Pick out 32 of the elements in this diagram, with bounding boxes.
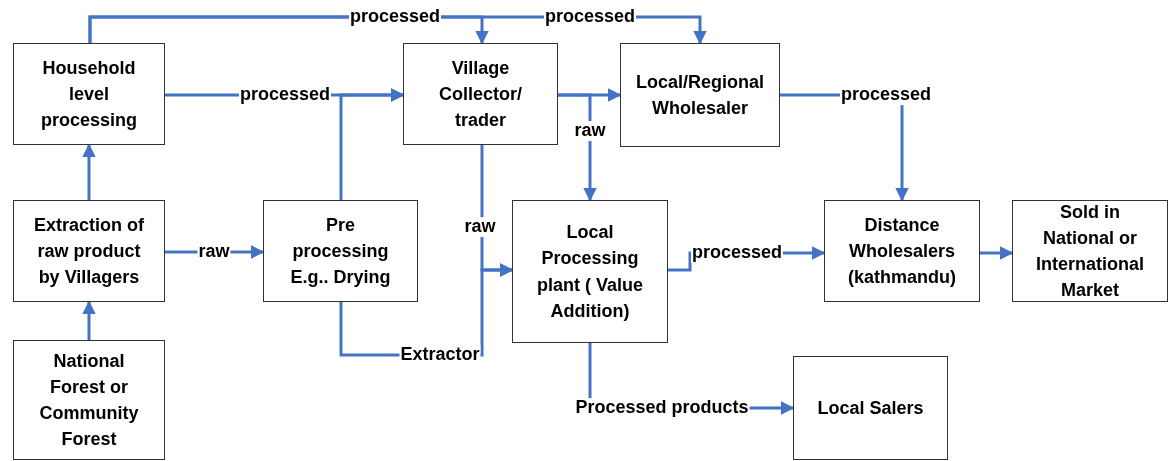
box-label: Distance Wholesalers (kathmandu) — [847, 213, 957, 290]
box-label: Household level processing — [40, 56, 138, 133]
edge-label: raw — [573, 121, 607, 141]
process-box — [13, 200, 165, 302]
edge-label: processed — [691, 243, 783, 263]
arrow — [82, 143, 96, 200]
box-label: Sold in National or International Market — [1035, 200, 1145, 303]
edge-label: Processed products — [574, 398, 750, 418]
box-label: Local Salers — [817, 396, 924, 420]
process-box — [13, 340, 165, 460]
process-box — [263, 200, 418, 302]
box-label: National Forest or Community Forest — [38, 349, 140, 452]
process-box — [824, 200, 980, 302]
process-box — [793, 356, 948, 460]
edge-label: raw — [463, 217, 497, 237]
process-box — [620, 43, 780, 147]
arrow — [339, 88, 405, 200]
process-box — [403, 43, 558, 145]
box-label: Local/Regional Wholesaler — [635, 70, 765, 120]
process-box — [512, 200, 668, 343]
box-label: Pre processing E.g.. Drying — [289, 213, 392, 290]
arrow — [82, 300, 96, 340]
process-box — [1012, 200, 1168, 302]
process-box — [13, 43, 165, 145]
edge-label: processed — [239, 85, 331, 105]
edge-label: processed — [544, 7, 636, 27]
edge-label: processed — [349, 7, 441, 27]
box-label: Village Collector/ trader — [438, 56, 523, 133]
edge-label: processed — [840, 85, 932, 105]
box-label: Extraction of raw product by Villagers — [33, 213, 145, 290]
arrow — [980, 246, 1014, 260]
box-label: Local Processing plant ( Value Addition) — [536, 221, 644, 323]
